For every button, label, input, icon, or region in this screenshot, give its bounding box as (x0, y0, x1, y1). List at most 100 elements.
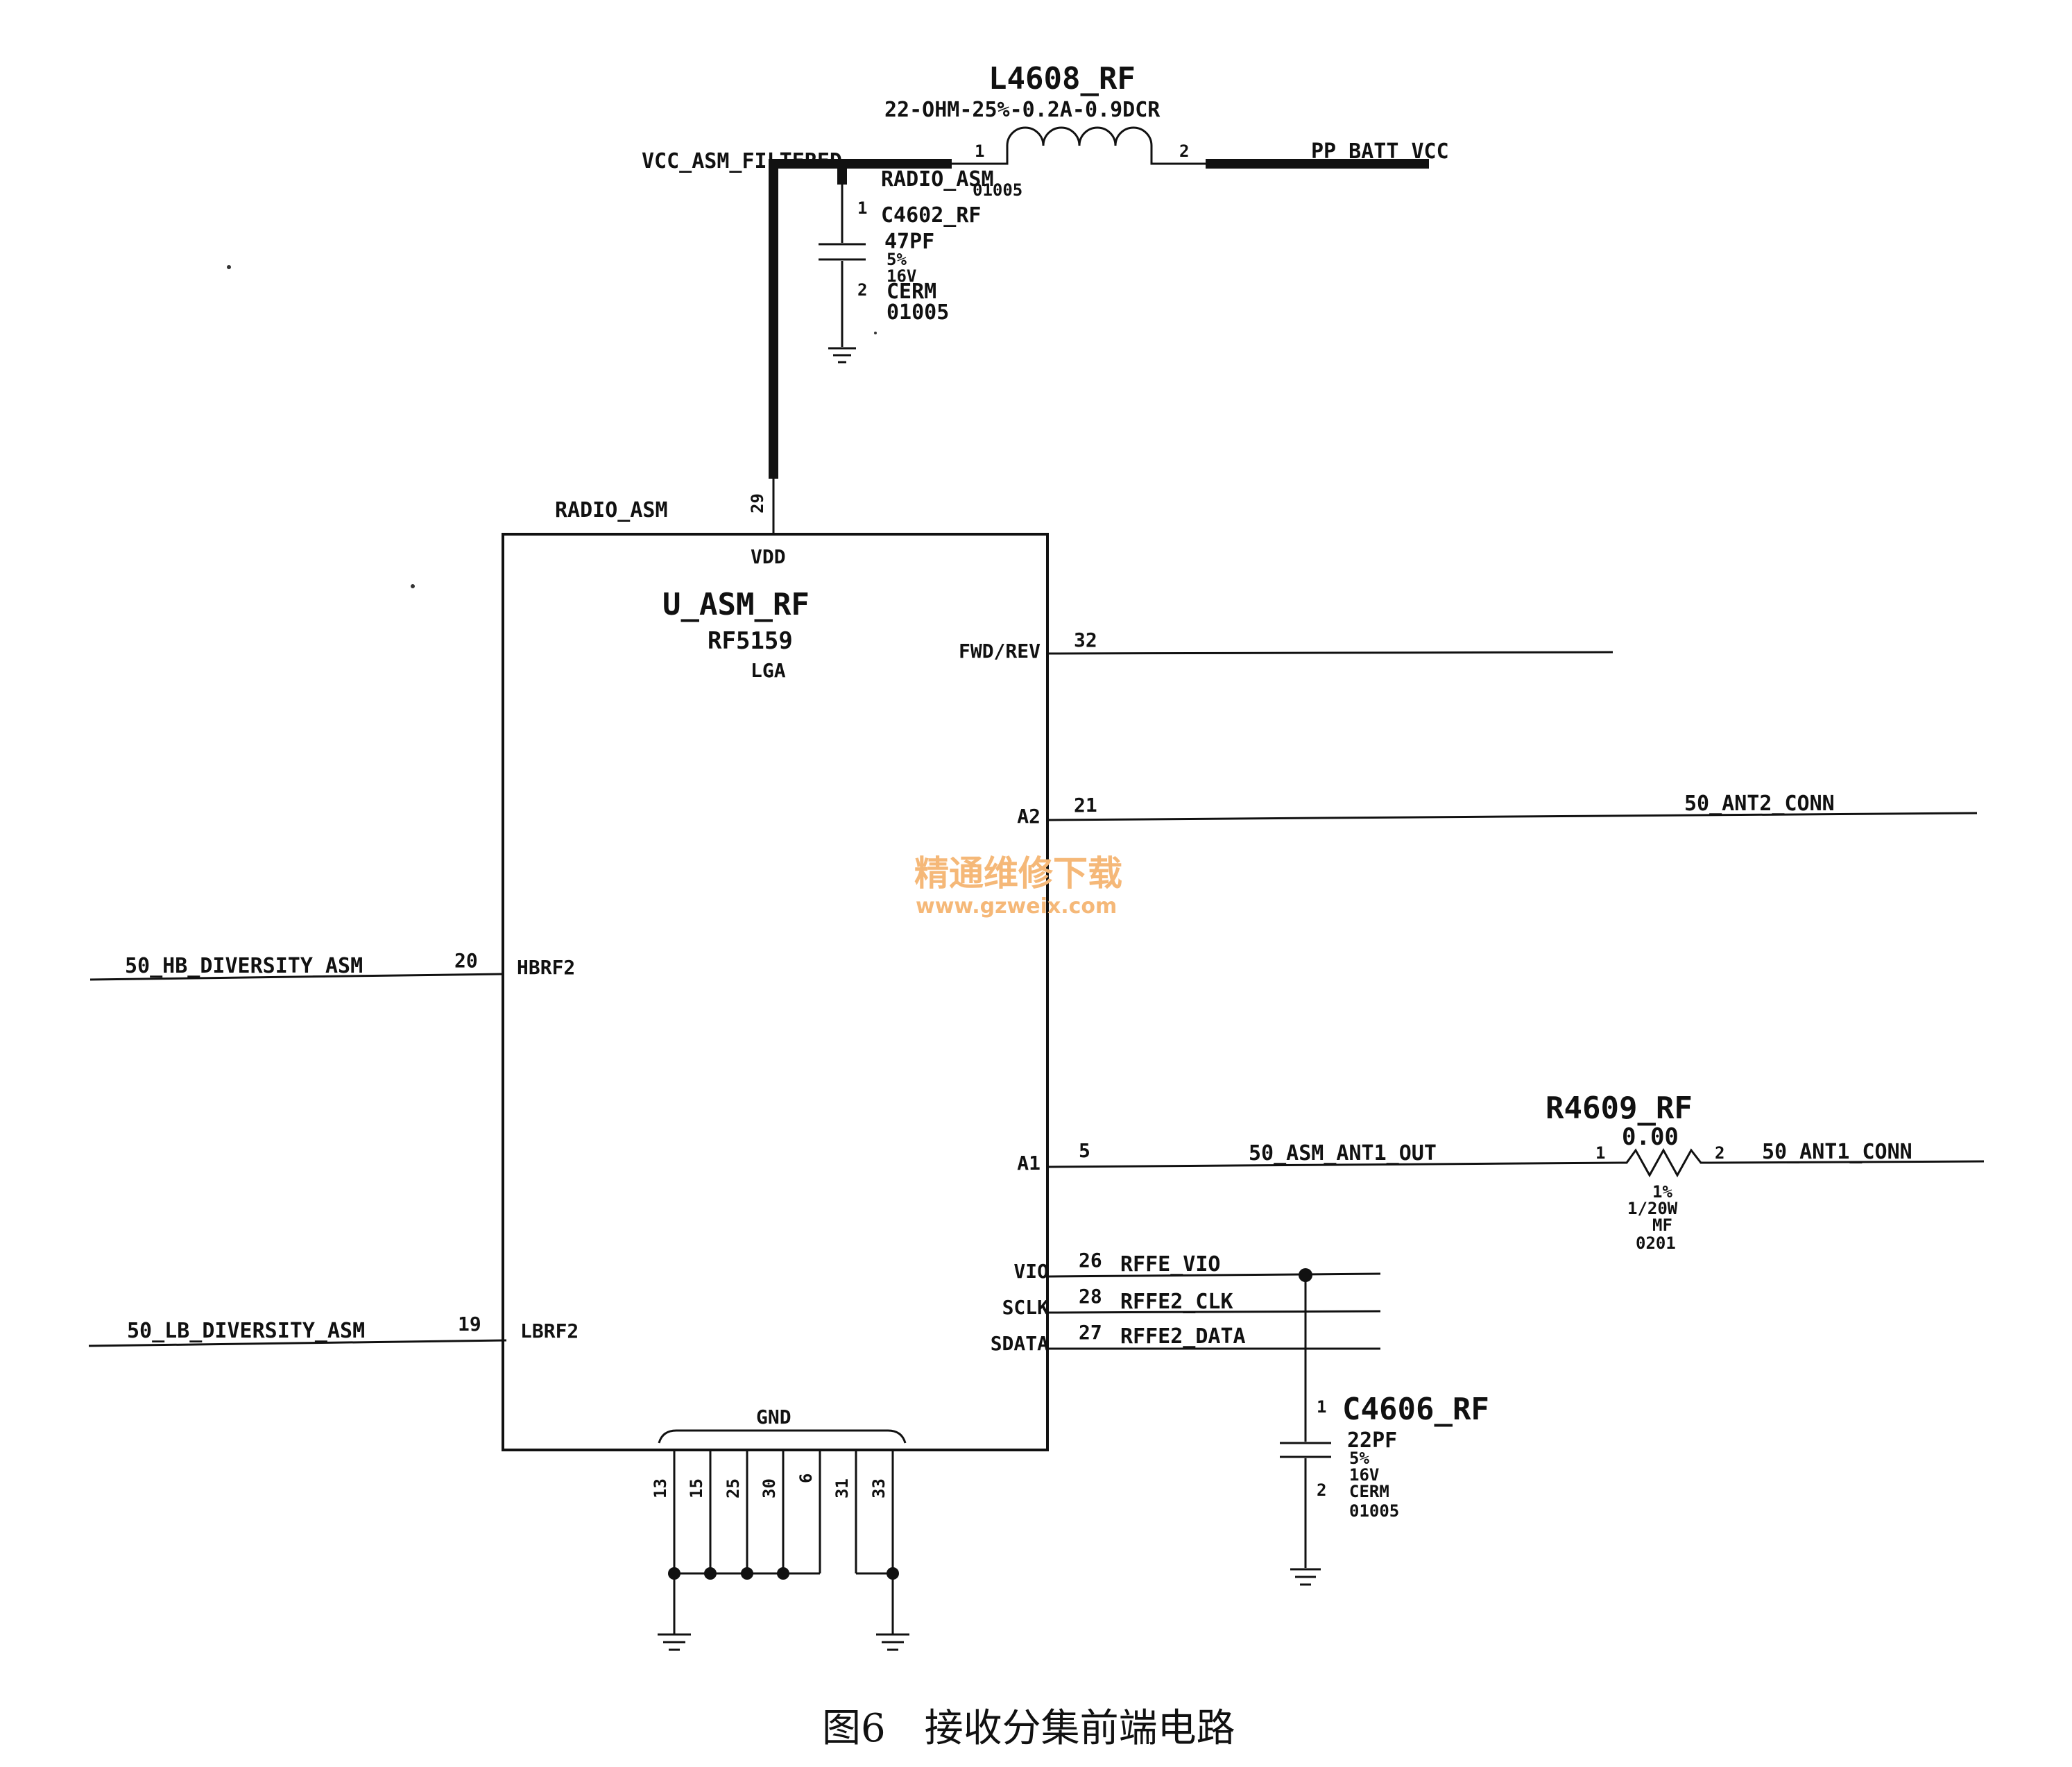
net-50-ant2-conn: 50_ANT2_CONN (1684, 792, 1835, 816)
r4609-output-wire (1709, 1160, 1985, 1164)
capacitor-c4602: 1 2 C4602_RF 47PF 5% 16V CERM 01005 (819, 185, 982, 364)
c4602-pin1: 1 (857, 198, 867, 218)
inductor-coil (950, 126, 1207, 165)
gnd-drops (673, 1573, 894, 1634)
gnd-brace (658, 1429, 907, 1444)
c4606-pin1: 1 (1317, 1397, 1326, 1417)
r4609-pin1: 1 (1595, 1143, 1605, 1163)
pin-num: 27 (1079, 1321, 1102, 1344)
r4609-package: 0201 (1636, 1234, 1676, 1253)
ground-icon (658, 1633, 691, 1651)
net-50-hb-diversity-asm: 50_HB_DIVERSITY_ASM (125, 954, 363, 978)
pin-hbrf2: HBRF2 20 50_HB_DIVERSITY_ASM (89, 949, 575, 981)
pin-name: HBRF2 (517, 956, 575, 979)
ic-ref: U_ASM_RF (662, 587, 810, 622)
c4602-tolerance: 5% (887, 250, 907, 269)
pin-name: A2 (1017, 805, 1041, 828)
watermark-url: www.gzweix.com (916, 894, 1117, 919)
r4609-value: 0.00 (1622, 1123, 1679, 1151)
pin-name: SCLK (1002, 1296, 1050, 1319)
figure-caption: 图6 接收分集前端电路 (822, 1706, 1235, 1751)
pin-wire (88, 1339, 507, 1347)
pin-num: 32 (1074, 629, 1097, 651)
pin-num: 28 (1079, 1285, 1102, 1308)
gnd-pin-6: 6 (796, 1474, 816, 1483)
inductor-pin2: 2 (1179, 142, 1189, 161)
ic-package: LGA (751, 659, 786, 682)
pin-name: LBRF2 (520, 1320, 579, 1342)
bus-radio-asm (769, 159, 952, 479)
pin-sclk: SCLK 28 RFFE2_CLK (1002, 1285, 1381, 1319)
pin-num: 5 (1079, 1139, 1090, 1162)
ground-icon (828, 347, 856, 364)
pin-a2: A2 21 50_ANT2_CONN (1017, 792, 1978, 828)
net-rffe-vio: RFFE_VIO (1120, 1252, 1221, 1277)
pin-name: SDATA (991, 1332, 1049, 1355)
r4609-tolerance: 1% (1652, 1182, 1672, 1202)
c4606-pin2: 2 (1317, 1480, 1326, 1500)
pin-wire (1048, 1272, 1381, 1278)
pin-a1: A1 5 50_ASM_ANT1_OUT (1017, 1139, 1620, 1175)
pin-wire (1047, 651, 1613, 655)
pin-vio: VIO 26 RFFE_VIO (1013, 1249, 1381, 1283)
net-50-ant1-conn: 50_ANT1_CONN (1762, 1140, 1912, 1164)
pin-num: 20 (454, 949, 478, 972)
scan-speck (874, 332, 877, 334)
net-radio-asm-top: RADIO_ASM (881, 167, 994, 191)
c4606-value: 22PF (1347, 1428, 1397, 1453)
c4606-dielectric: CERM (1349, 1482, 1389, 1501)
r4609-type: MF (1652, 1215, 1672, 1235)
net-50-asm-ant1-out: 50_ASM_ANT1_OUT (1249, 1141, 1437, 1166)
inductor-l4608: L4608_RF 22-OHM-25%-0.2A-0.9DCR 01005 1 … (884, 61, 1207, 200)
ground-icon (876, 1633, 909, 1651)
junction-dot (741, 1567, 753, 1580)
pin-num: 26 (1079, 1249, 1102, 1272)
pin-wire (1047, 1161, 1620, 1168)
net-rffe2-clk: RFFE2_CLK (1120, 1290, 1233, 1314)
c4602-package: 01005 (887, 300, 949, 325)
pin-name: FWD/REV (959, 640, 1041, 663)
net-rffe2-data: RFFE2_DATA (1120, 1324, 1246, 1349)
watermark-cn: 精通维修下载 (914, 853, 1122, 894)
inductor-value: 22-OHM-25%-0.2A-0.9DCR (884, 98, 1161, 122)
c4606-voltage: 16V (1349, 1465, 1379, 1485)
resistor-r4609: R4609_RF 0.00 1 2 50_ANT1_CONN 1% 1/20W … (1546, 1091, 1985, 1253)
capacitor-c4606: 1 2 C4606_RF 22PF 5% 16V CERM 01005 (1280, 1268, 1489, 1586)
r4609-power: 1/20W (1627, 1199, 1678, 1218)
inductor-package: 01005 (973, 180, 1022, 200)
gnd-pin-leads (673, 1451, 894, 1573)
net-50-lb-diversity-asm: 50_LB_DIVERSITY_ASM (127, 1319, 365, 1343)
gnd-label: GND (756, 1406, 791, 1428)
gnd-pin-15: 15 (687, 1478, 706, 1499)
pin-wire (1048, 1310, 1381, 1314)
ic-vdd-label: VDD (751, 545, 786, 568)
gnd-pin-33: 33 (869, 1478, 889, 1499)
junction-dot (777, 1567, 789, 1580)
r4609-ref: R4609_RF (1546, 1091, 1693, 1126)
pin-name: A1 (1017, 1152, 1041, 1175)
ic-vdd-net: RADIO_ASM (555, 498, 668, 522)
c4602-ref: C4602_RF (881, 203, 982, 228)
pin-sdata: SDATA 27 RFFE2_DATA (991, 1321, 1380, 1355)
gnd-pins: GND 13 15 25 30 6 31 33 (651, 1406, 909, 1651)
c4602-value: 47PF (884, 230, 934, 254)
pin-name: VIO (1013, 1260, 1049, 1283)
pin-lbrf2: LBRF2 19 50_LB_DIVERSITY_ASM (88, 1313, 579, 1347)
c4602-dielectric: CERM (887, 280, 936, 304)
gnd-pin-13: 13 (651, 1478, 670, 1499)
pin-num: 21 (1074, 794, 1097, 817)
scan-speck (227, 265, 231, 269)
ic-part: RF5159 (708, 627, 793, 655)
gnd-pin-31: 31 (832, 1478, 852, 1499)
c4602-pin2: 2 (857, 280, 867, 300)
pin-wire (89, 973, 504, 981)
c4606-package: 01005 (1349, 1501, 1399, 1521)
pin-fwd-rev: FWD/REV 32 (959, 629, 1613, 663)
pin-wire (1047, 812, 1978, 821)
inductor-pin1: 1 (975, 142, 984, 161)
ic-body (502, 533, 1049, 1451)
inductor-ref: L4608_RF (988, 61, 1136, 96)
gnd-pin-30: 30 (760, 1478, 779, 1499)
ic-u-asm-rf: RADIO_ASM 29 VDD U_ASM_RF RF5159 LGA (502, 479, 1049, 1451)
